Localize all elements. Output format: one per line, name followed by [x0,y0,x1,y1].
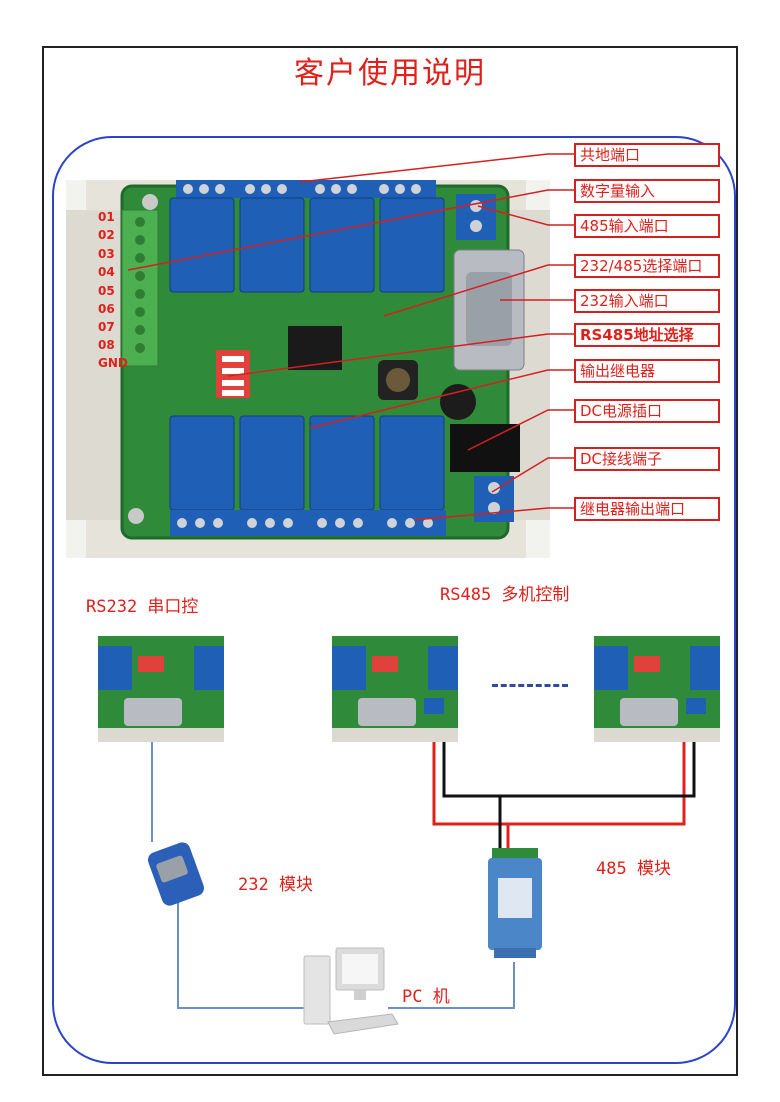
pin-label: 06 [98,302,115,316]
callout-relay-output-port: 继电器输出端口 [574,497,720,521]
pc-computer-image [303,947,399,1035]
rs485-module-image [488,848,542,958]
callout-common-ground: 共地端口 [574,143,720,167]
pin-label: 01 [98,210,115,224]
board-thumbnail-rs485-a [332,636,458,742]
page-title: 客户使用说明 [294,56,486,91]
callout-485-input: 485输入端口 [574,214,720,238]
callout-output-relay: 输出继电器 [574,359,720,383]
callout-232-485-select: 232/485选择端口 [574,254,720,278]
pin-label: 04 [98,265,115,279]
board-thumbnail-rs485-b [594,636,720,742]
ellipsis-dashes [492,684,568,687]
callout-digital-input: 数字量输入 [574,179,720,203]
pin-label: 03 [98,247,115,261]
board-thumbnail-rs232 [98,636,224,742]
rs485-caption: RS485 多机控制 [440,585,570,605]
rs232-caption: RS232 串口控 [86,597,199,617]
pin-label: 05 [98,284,115,298]
rounded-border [52,136,736,1064]
page-frame [42,46,738,1076]
callout-rs485-address: RS485地址选择 [574,323,720,347]
callout-dc-power-jack: DC电源插口 [574,399,720,423]
module-232-caption: 232 模块 [238,875,313,895]
module-485-caption: 485 模块 [596,859,671,879]
pin-label: 07 [98,320,115,334]
callout-dc-terminal: DC接线端子 [574,447,720,471]
pin-label: 08 [98,338,115,352]
callout-232-input: 232输入端口 [574,289,720,313]
usb-serial-adapter-image [148,842,204,906]
pin-label: GND [98,356,128,370]
pc-caption: PC 机 [402,987,450,1007]
pin-label: 02 [98,228,115,242]
